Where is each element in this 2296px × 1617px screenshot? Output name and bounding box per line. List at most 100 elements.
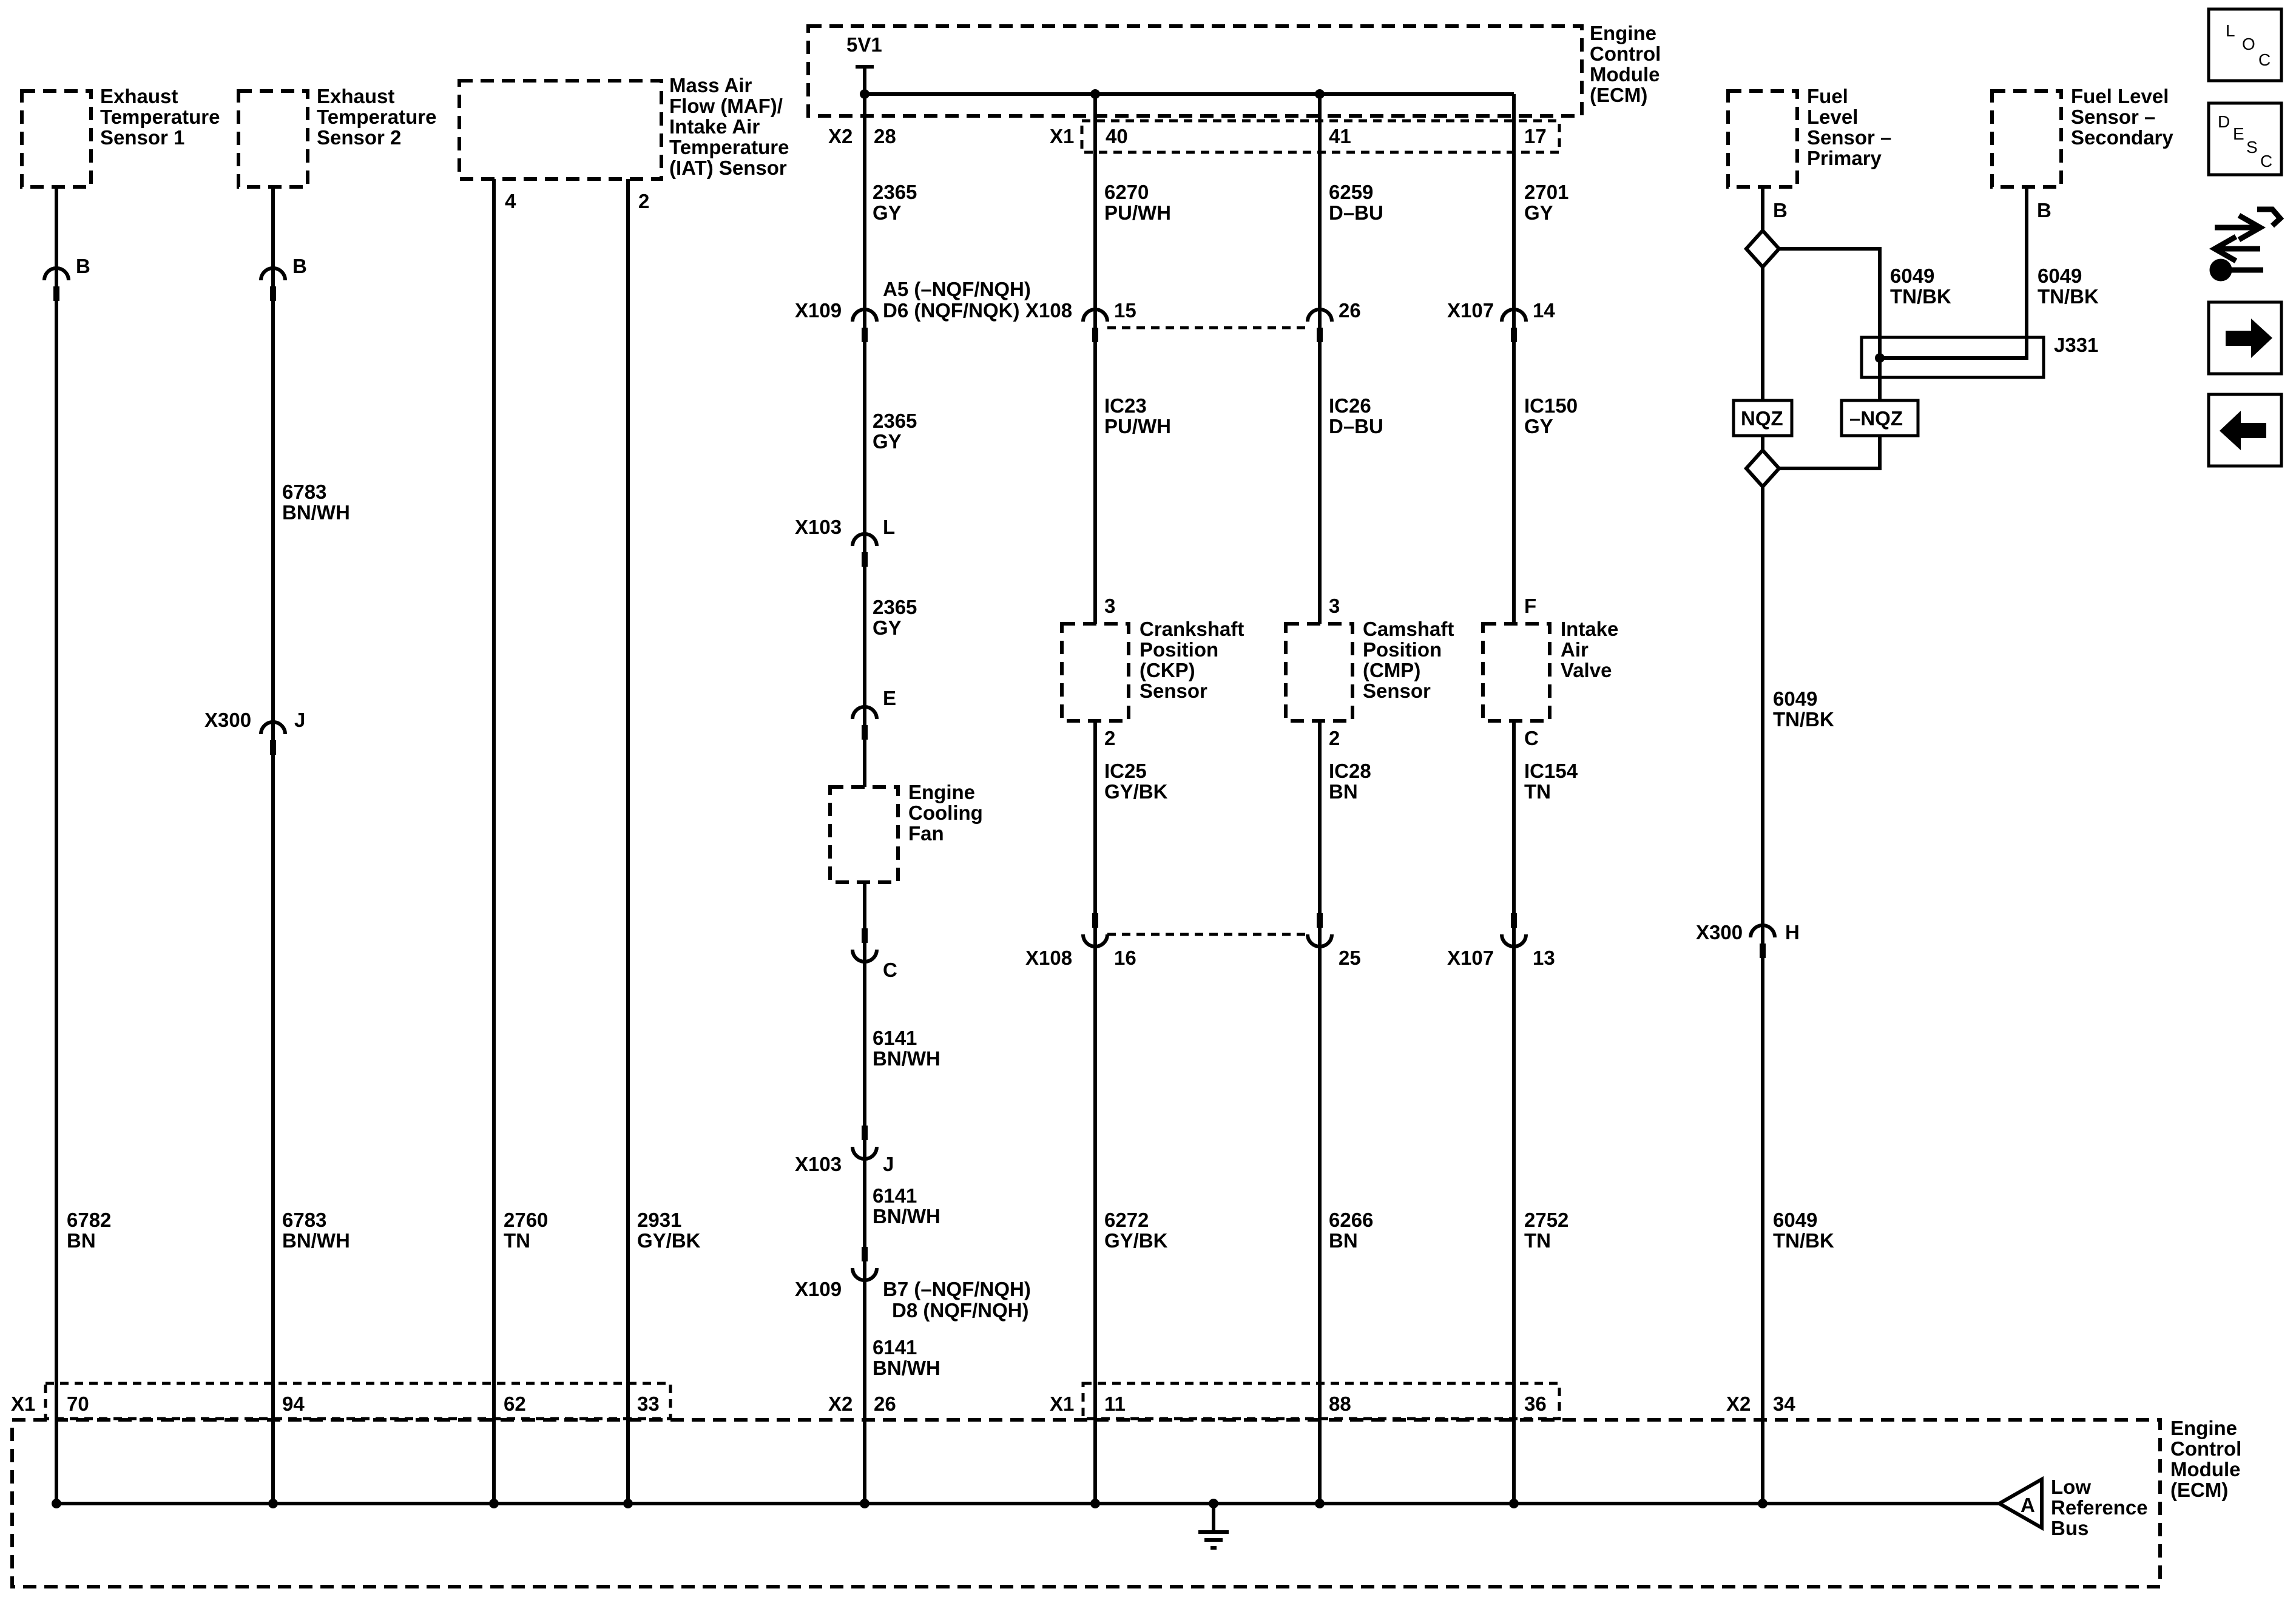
wire-fuel-splice-a [1779, 247, 1882, 419]
label-cmp-pin-2: 2 [1329, 727, 1340, 749]
label-pin-25: 25 [1339, 947, 1361, 969]
fuel-level-sensor-primary-box [1726, 89, 1799, 189]
label-pin-15: 15 [1114, 299, 1136, 322]
label-fuel-pin-b-1: B [1773, 199, 1788, 221]
label-d8: D8 (NQF/NQH) [892, 1299, 1029, 1322]
wire-fuel-splice-b [1779, 436, 1882, 470]
label-cmp-pin-3: 3 [1329, 595, 1340, 617]
ground-dot-9 [1758, 1499, 1768, 1508]
label-nqz: NQZ [1741, 407, 1783, 430]
label-pin-36: 36 [1524, 1393, 1547, 1415]
next-arrow-icon [2226, 319, 2272, 358]
label-x2-bottom: X2 [828, 1393, 853, 1415]
ground-dot-7 [1315, 1499, 1325, 1508]
desc-button[interactable]: D E S C [2207, 101, 2283, 177]
maf-iat-sensor-label: Mass Air Flow (MAF)/ Intake Air Temperat… [669, 74, 795, 179]
label-maf-pin-2: 2 [638, 190, 649, 212]
label-pin-l: L [883, 516, 895, 538]
low-reference-bus-label: Low Reference Bus [2051, 1476, 2153, 1539]
label-pin-14: 14 [1533, 299, 1555, 322]
label-j331: J331 [2054, 334, 2098, 356]
label-low-ref-pin-a: A [2021, 1494, 2035, 1516]
ground-dot-2 [268, 1499, 278, 1508]
label-pin-88: 88 [1329, 1393, 1351, 1415]
label-pin-94: 94 [282, 1393, 305, 1415]
intake-air-valve-box [1481, 622, 1551, 723]
engine-cooling-fan-box [828, 785, 900, 884]
splice-dot-cmp [1315, 89, 1325, 99]
label-pin-c-fan: C [883, 959, 897, 981]
label-pin-j-x103: J [883, 1153, 894, 1175]
label-pin-h: H [1785, 921, 1800, 944]
fuel-level-sensor-secondary-box [1990, 89, 2063, 189]
label-fuel-pin-b-2: B [2037, 199, 2051, 221]
label-ckp-pin-2: 2 [1104, 727, 1115, 749]
cmp-sensor-label: Camshaft Position (CMP) Sensor [1363, 618, 1460, 702]
label-x109-top: X109 [795, 299, 842, 322]
ckp-sensor-label: Crankshaft Position (CKP) Sensor [1140, 618, 1250, 702]
ground-dot-1 [52, 1499, 61, 1508]
next-button[interactable] [2207, 300, 2283, 376]
label-pin-17: 17 [1524, 125, 1547, 147]
ecm-bottom-label: Engine Control Module (ECM) [2170, 1417, 2247, 1501]
ecm-bottom-x1-group-left [44, 1382, 672, 1420]
label-exh1-pin-b: B [76, 255, 90, 277]
label-5v1: 5V1 [846, 33, 882, 56]
maf-iat-sensor-box [458, 79, 663, 181]
intake-air-valve-label: Intake Air Valve [1561, 618, 1624, 681]
ground-dot-10 [1209, 1499, 1218, 1508]
exhaust-temp-sensor-1-label: Exhaust Temperature Sensor 1 [100, 85, 226, 149]
label-pin-16: 16 [1114, 947, 1136, 969]
label-iav-pin-c: C [1524, 727, 1539, 749]
label-x109-bottom: X109 [795, 1278, 842, 1300]
desc-icon: D E S C [2218, 112, 2272, 170]
label-pin-70: 70 [67, 1393, 89, 1415]
label-pin-62: 62 [504, 1393, 526, 1415]
label-pin-40: 40 [1106, 125, 1128, 147]
ground-dot-3 [489, 1499, 499, 1508]
label-pin-11: 11 [1104, 1393, 1126, 1415]
label-a5: A5 (–NQF/NQH) [883, 278, 1031, 300]
previous-button[interactable] [2207, 393, 2283, 468]
ecm-top-box [806, 24, 1584, 118]
not-nqz-option-box [1840, 399, 1920, 437]
ground-dot-4 [623, 1499, 633, 1508]
label-x2-top: X2 [828, 125, 853, 147]
j331-dot [1875, 353, 1885, 363]
splice-dot-ckp [1090, 89, 1100, 99]
label-x300-h: X300 [1696, 921, 1743, 944]
connector-repair-button[interactable] [2209, 206, 2284, 282]
label-x1-bottom-right: X1 [1050, 1393, 1074, 1415]
cmp-sensor-box [1284, 622, 1354, 723]
connector-repair-icon [2209, 206, 2284, 282]
label-iav-pin-f: F [1524, 595, 1536, 617]
label-maf-pin-4: 4 [505, 190, 516, 212]
ecm-top-label: Engine Control Module (ECM) [1590, 22, 1666, 106]
loc-button[interactable]: L O C [2207, 7, 2283, 83]
label-pin-33: 33 [637, 1393, 660, 1415]
label-pin-26-bottom: 26 [874, 1393, 896, 1415]
label-not-nqz: –NQZ [1849, 407, 1903, 430]
label-pin-j-x300: J [294, 709, 305, 731]
ground-dot-6 [1090, 1499, 1100, 1508]
label-b7: B7 (–NQF/NQH) [883, 1278, 1031, 1300]
exhaust-temp-sensor-2-label: Exhaust Temperature Sensor 2 [317, 85, 442, 149]
label-x108-top: X108 [1025, 299, 1072, 322]
nqz-option-box [1732, 399, 1794, 437]
label-x108-bottom: X108 [1025, 947, 1072, 969]
